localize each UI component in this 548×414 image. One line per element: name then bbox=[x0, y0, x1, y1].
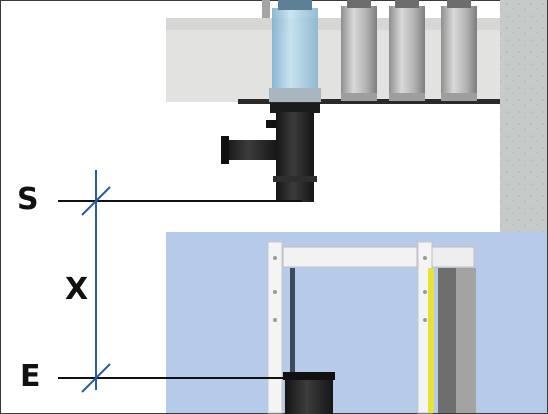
glass-sleeve-pipe bbox=[272, 8, 318, 102]
installation-frame bbox=[267, 241, 476, 414]
frame-crossbar bbox=[282, 246, 418, 268]
concrete-wall bbox=[500, 0, 547, 232]
frame-post-left bbox=[267, 241, 283, 414]
tick-end bbox=[81, 363, 111, 393]
dimension-annotation bbox=[58, 170, 310, 393]
label-start: S bbox=[17, 182, 39, 217]
ceiling-pipes bbox=[262, 0, 477, 101]
sleeve-collar bbox=[269, 88, 321, 102]
dark-side-profile bbox=[438, 268, 456, 413]
drain-pipe bbox=[221, 103, 320, 202]
drain-connection-end bbox=[283, 372, 335, 414]
label-distance: X bbox=[65, 272, 89, 307]
slab-underside bbox=[238, 99, 500, 104]
ceiling-pipe bbox=[341, 6, 377, 100]
ceiling-pipe bbox=[389, 6, 425, 100]
yellow-strip bbox=[428, 268, 434, 413]
tick-start bbox=[81, 186, 111, 216]
label-end: E bbox=[20, 359, 41, 394]
ceiling-pipe bbox=[441, 6, 477, 100]
